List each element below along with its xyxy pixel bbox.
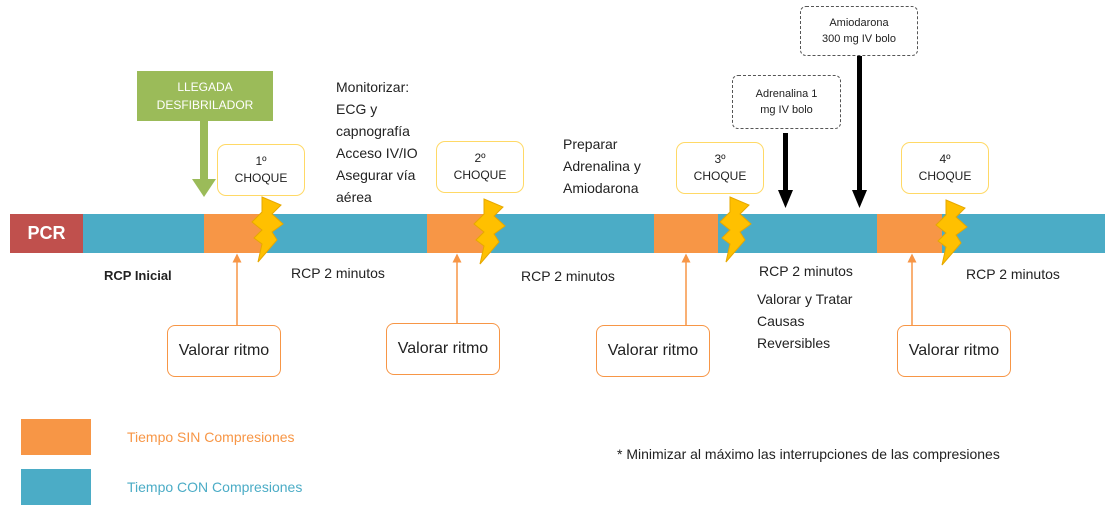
no-compression-segment-4 (877, 214, 942, 253)
valorar-ritmo-label: Valorar ritmo (607, 342, 699, 359)
monitorizar-note: Monitorizar: ECG y capnografía Acceso IV… (336, 76, 418, 208)
valorar-ritmo-box-1: Valorar ritmo (167, 325, 281, 377)
llegada-arrow (192, 121, 216, 197)
note-line: Causas (757, 313, 805, 329)
lightning-icon (473, 198, 506, 265)
choque-number: 2º (474, 151, 486, 165)
drug-line2: 300 mg IV bolo (822, 33, 896, 45)
note-line: Monitorizar: (336, 79, 410, 95)
causas-reversibles-note: Valorar y Tratar Causas Reversibles (757, 288, 852, 354)
choque-box-2: 2º CHOQUE (436, 141, 524, 193)
rcp-label-1: RCP 2 minutos (291, 265, 385, 281)
valorar-ritmo-label: Valorar ritmo (397, 340, 489, 357)
lightning-icon (719, 196, 752, 263)
choque-number: 3º (714, 152, 726, 166)
valorar-ritmo-box-3: Valorar ritmo (596, 325, 710, 377)
note-line: Asegurar vía (336, 167, 416, 183)
valorar-ritmo-box-4: Valorar ritmo (897, 325, 1011, 377)
legend-label-sin: Tiempo SIN Compresiones (127, 429, 295, 445)
note-line: Reversibles (757, 335, 831, 351)
choque-label: CHOQUE (918, 169, 972, 183)
drug-line2: mg IV bolo (760, 104, 813, 116)
drug-line1: Amiodarona (829, 17, 889, 29)
legend-swatch-con (21, 469, 91, 505)
adrenalina-box: Adrenalina 1 mg IV bolo (732, 75, 841, 129)
lightning-icon (251, 196, 284, 263)
adrenalina-arrow (778, 133, 793, 208)
choque-number: 1º (255, 154, 267, 168)
choque-label: CHOQUE (693, 169, 747, 183)
amiodarona-box: Amiodarona 300 mg IV bolo (800, 6, 918, 56)
drug-line1: Adrenalina 1 (755, 88, 818, 100)
note-line: Amiodarona (563, 180, 639, 196)
valorar-ritmo-label: Valorar ritmo (908, 342, 1000, 359)
choque-number: 4º (939, 152, 951, 166)
pcr-label: PCR (10, 214, 83, 253)
note-line: Adrenalina y (563, 158, 641, 174)
choque-box-4: 4º CHOQUE (901, 142, 989, 194)
preparar-note: Preparar Adrenalina y Amiodarona (563, 133, 641, 199)
footnote: * Minimizar al máximo las interrupciones… (617, 446, 1000, 462)
amiodarona-arrow (852, 56, 867, 208)
note-line: aérea (336, 189, 372, 205)
rcp-label-2: RCP 2 minutos (521, 268, 615, 284)
choque-box-3: 3º CHOQUE (676, 142, 764, 194)
llegada-line1: LLEGADA (177, 80, 233, 94)
note-line: Preparar (563, 136, 618, 152)
legend-swatch-sin (21, 419, 91, 455)
llegada-line2: DESFIBRILADOR (156, 98, 254, 112)
choque-label: CHOQUE (453, 168, 507, 182)
choque-box-1: 1º CHOQUE (217, 144, 305, 196)
rcp-inicial-label: RCP Inicial (104, 268, 172, 283)
llegada-desfibrilador-box: LLEGADA DESFIBRILADOR (137, 71, 273, 121)
choque-label: CHOQUE (234, 171, 288, 185)
rcp-label-3: RCP 2 minutos (759, 263, 853, 279)
note-line: capnografía (336, 123, 410, 139)
lightning-icon (935, 199, 968, 266)
note-line: Acceso IV/IO (336, 145, 418, 161)
valorar-ritmo-box-2: Valorar ritmo (386, 323, 500, 375)
note-line: Valorar y Tratar (757, 291, 853, 307)
rcp-label-4: RCP 2 minutos (966, 266, 1060, 282)
no-compression-segment-3 (654, 214, 718, 253)
note-line: ECG y (336, 101, 378, 117)
legend-label-con: Tiempo CON Compresiones (127, 479, 303, 495)
valorar-ritmo-label: Valorar ritmo (178, 342, 270, 359)
